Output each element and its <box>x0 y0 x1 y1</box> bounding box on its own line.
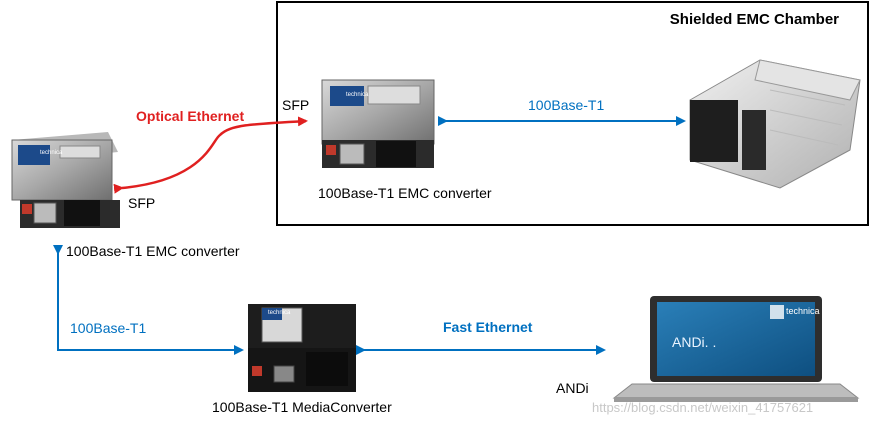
ecu-device-image <box>689 59 861 189</box>
brand-text: technica <box>268 310 291 316</box>
sfp-port-icon <box>339 143 365 165</box>
andi-label: ANDi <box>556 380 589 396</box>
optical-ethernet-label: Optical Ethernet <box>136 108 245 124</box>
converter-inside-label: 100Base-T1 EMC converter <box>318 185 492 201</box>
ecu-connector-icon <box>690 100 738 162</box>
rj45-port-icon <box>273 365 295 383</box>
brand-text: technica <box>786 306 820 316</box>
brand-logo-icon <box>330 86 364 106</box>
laptop-device <box>612 296 860 402</box>
emc-converter-inside <box>321 79 435 168</box>
arrow-optical-ethernet <box>113 116 308 194</box>
media-converter-device <box>248 304 356 392</box>
brand-logo-icon <box>262 308 282 320</box>
chamber-title: Shielded EMC Chamber <box>669 11 839 28</box>
brand-logo-icon <box>18 145 50 165</box>
brand-text: technica <box>40 150 63 156</box>
brand-logo-icon <box>770 305 784 319</box>
emc-chamber-box: Shielded EMC Chamber <box>276 1 869 226</box>
watermark-text: https://blog.csdn.net/weixin_41757621 <box>592 400 814 415</box>
sfp-label-left: SFP <box>128 195 156 211</box>
sfp-port-icon <box>33 202 57 224</box>
laptop-screen <box>657 302 815 376</box>
brand-text: technica <box>346 92 369 98</box>
link-arrows <box>53 116 686 355</box>
arrow-100base-t1-media <box>53 245 244 355</box>
media-converter-label: 100Base-T1 MediaConverter <box>212 399 392 415</box>
link-label-100base-t1-media: 100Base-T1 <box>70 320 147 336</box>
emc-converter-outside <box>11 132 120 228</box>
fast-ethernet-label: Fast Ethernet <box>443 319 533 335</box>
link-label-100base-t1-ecu: 100Base-T1 <box>528 97 605 113</box>
sfp-label-right: SFP <box>282 97 310 113</box>
laptop-screen-text: ANDi. . <box>672 334 717 350</box>
converter-outside-label: 100Base-T1 EMC converter <box>66 243 240 259</box>
